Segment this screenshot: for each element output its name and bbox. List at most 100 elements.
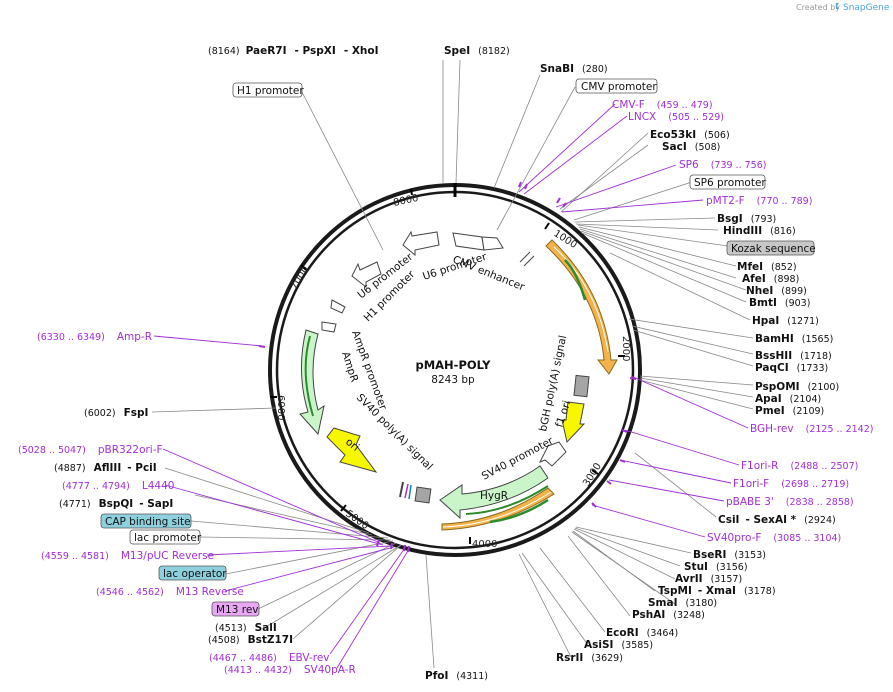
pbabe3-primer-label[interactable]: pBABE 3'(2838 .. 2858)	[726, 496, 854, 508]
tick-4000: 4000	[472, 539, 497, 550]
lac-promoter-label: lac promoter	[134, 532, 202, 544]
orange-bottom-inner-mark	[489, 498, 549, 524]
pmt2-f-primer-label[interactable]: pMT2-F(770 .. 789)	[706, 195, 812, 207]
mfei-site-label[interactable]: MfeI(852)	[737, 261, 797, 273]
credit-prefix: Created by	[796, 3, 840, 12]
bgh-rev-primer-label[interactable]: BGH-rev(2125 .. 2142)	[750, 423, 873, 435]
ampr-promoter-arrow[interactable]	[321, 321, 337, 333]
saci-site-label[interactable]: SacI(508)	[662, 141, 720, 153]
orange-feature-top[interactable]	[545, 239, 618, 375]
lac-operator-label: lac operator	[163, 568, 227, 580]
credit-brand: SnapGene	[843, 3, 890, 13]
tick-2000: 2000	[620, 336, 631, 361]
tspmi-site-label[interactable]: TspMI- XmaI(3178)	[658, 585, 776, 597]
h1-promoter-box-label: H1 promoter	[237, 85, 304, 97]
m13-puc-reverse-primer-label[interactable]: (4559 .. 4581)M13/pUC Reverse	[41, 550, 214, 562]
afei-site-label[interactable]: AfeI(898)	[742, 273, 799, 285]
bsgi-site-label[interactable]: BsgI(793)	[717, 213, 776, 225]
orange-top-inner-mark	[564, 259, 587, 301]
paer7i-site-label[interactable]: (8164)PaeR7I- PspXI- XhoI	[208, 45, 379, 57]
sp6-promoter-box-label: SP6 promoter	[694, 177, 766, 189]
eco53ki-site-label[interactable]: Eco53kI(506)	[650, 129, 730, 141]
tick-8000: 8000	[392, 193, 419, 209]
ebv-rev-primer-label[interactable]: (4467 .. 4486)EBV-rev	[209, 652, 330, 664]
u6-promoter-1-arrow[interactable]	[402, 230, 440, 257]
sp6-primer-label[interactable]: SP6(739 .. 756)	[679, 159, 766, 171]
m13-rev-label: M13 rev	[216, 604, 259, 616]
sali-site-label[interactable]: (4513)SalI	[215, 622, 277, 634]
orange-feature-bottom[interactable]	[441, 487, 555, 531]
h1-promoter-box[interactable]	[232, 82, 303, 98]
pshai-site-label[interactable]: PshAI(3248)	[632, 609, 705, 621]
plasmid-name: pMAH-POLY	[415, 358, 491, 372]
hygr-label: HygR	[480, 490, 508, 502]
afliii-site-label[interactable]: (4887)AflIII- PciI	[54, 462, 157, 474]
lncx-primer-label[interactable]: LNCX(505 .. 529)	[628, 111, 724, 123]
paqci-site-label[interactable]: PaqCI(1733)	[755, 362, 828, 374]
avrii-site-label[interactable]: AvrII(3157)	[675, 573, 742, 585]
lac-operator-box[interactable]	[158, 565, 227, 581]
rsrii-site-label[interactable]: RsrII(3629)	[556, 652, 623, 664]
tick-7000: 7000	[288, 265, 312, 292]
kozak-sequence-label: Kozak sequence	[731, 243, 816, 255]
cmv-f-primer-label[interactable]: CMV-F(459 .. 479)	[612, 99, 713, 111]
lac-promoter-box[interactable]	[129, 529, 201, 545]
kozak-sequence-box[interactable]	[726, 240, 815, 256]
h1-promoter-arrow[interactable]	[330, 299, 346, 314]
primer-ring-marks	[258, 181, 637, 553]
f1-ori-feature[interactable]	[561, 401, 586, 444]
bamhi-site-label[interactable]: BamHI(1565)	[755, 333, 833, 345]
nhei-site-label[interactable]: NheI(899)	[746, 285, 807, 297]
stui-site-label[interactable]: StuI(3156)	[684, 561, 748, 573]
primer-connector-lines	[153, 103, 749, 669]
sp6-promoter-box[interactable]	[689, 174, 766, 190]
amp-r-primer-label[interactable]: (6330 .. 6349)Amp-R	[37, 331, 152, 343]
plasmid-size: 8243 bp	[431, 374, 475, 386]
snapgene-logo-icon	[836, 3, 839, 9]
sv40pro-f-primer-label[interactable]: SV40pro-F(3085 .. 3104)	[707, 532, 841, 544]
f1ori-r-primer-label[interactable]: F1ori-R(2488 .. 2507)	[741, 460, 858, 472]
pfoi-site-label[interactable]: PfoI(4311)	[425, 670, 488, 682]
u6-promoter-2-arrow[interactable]	[351, 261, 382, 289]
pbr322ori-f-primer-label[interactable]: (5028 .. 5047)pBR322ori-F	[18, 444, 163, 456]
bmti-site-label[interactable]: BmtI(903)	[749, 297, 810, 309]
sv40-promoter-arrow[interactable]	[538, 441, 567, 467]
pspomi-site-label[interactable]: PspOMI(2100)	[755, 381, 839, 393]
cap-binding-site-label: CAP binding site	[105, 516, 191, 528]
csii-site-label[interactable]: CsiI- SexAI *(2924)	[718, 514, 836, 526]
pmei-site-label[interactable]: PmeI(2109)	[755, 405, 824, 417]
hindiii-site-label[interactable]: HindIII(816)	[723, 225, 796, 237]
m13-rev-box[interactable]	[211, 601, 260, 617]
m13-reverse-primer-label[interactable]: (4546 .. 4562)M13 Reverse	[96, 586, 244, 598]
l4440-primer-label[interactable]: (4777 .. 4794)L4440	[62, 480, 174, 492]
sv40-polya-feature[interactable]	[399, 481, 432, 504]
cmv-enhancer-feature[interactable]	[452, 232, 535, 267]
bgh-polya-feature[interactable]	[573, 374, 590, 398]
ampr-label: AmpR	[339, 350, 360, 384]
bseri-site-label[interactable]: BseRI(3153)	[693, 549, 766, 561]
sv40pa-r-primer-label[interactable]: (4413 .. 4432)SV40pA-R	[224, 664, 356, 676]
smai-site-label[interactable]: SmaI(3180)	[648, 597, 717, 609]
connector-lines	[151, 59, 754, 669]
tick-6000: 6000	[275, 395, 286, 420]
hpai-site-label[interactable]: HpaI(1271)	[752, 315, 819, 327]
tick-marks	[270, 188, 625, 544]
cmv-promoter-box[interactable]	[575, 78, 658, 94]
bstz17i-site-label[interactable]: (4508)BstZ17I	[208, 634, 293, 646]
bspqi-site-label[interactable]: (4771)BspQI- SapI	[59, 498, 173, 510]
hygr-cds-feature[interactable]	[439, 465, 549, 520]
ampr-cds-feature[interactable]	[299, 329, 325, 436]
f1ori-f-primer-label[interactable]: F1ori-F(2698 .. 2719)	[733, 478, 849, 490]
cap-binding-site-box[interactable]	[100, 513, 192, 529]
ecori-site-label[interactable]: EcoRI(3464)	[606, 627, 678, 639]
spei-site-label[interactable]: SpeI(8182)	[444, 45, 510, 57]
cmv-promoter-box-label: CMV promoter	[581, 81, 657, 93]
snabi-site-label[interactable]: SnaBI(280)	[540, 63, 608, 75]
apai-site-label[interactable]: ApaI(2104)	[755, 393, 821, 405]
asisi-site-label[interactable]: AsiSI(3585)	[584, 639, 653, 651]
fspi-site-label[interactable]: (6002)FspI	[84, 407, 148, 419]
ori-feature[interactable]	[326, 427, 378, 473]
bsshii-site-label[interactable]: BssHII(1718)	[755, 350, 832, 362]
